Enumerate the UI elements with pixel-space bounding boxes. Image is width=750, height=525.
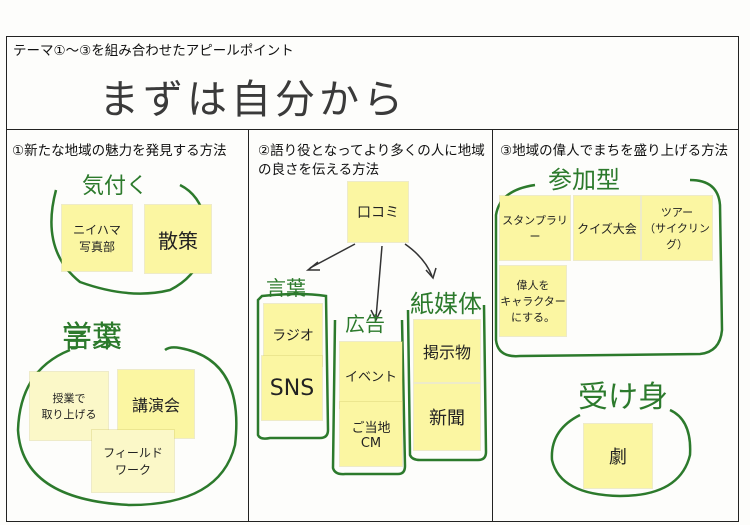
theme-label: テーマ①～③を組み合わせたアピールポイント — [13, 43, 294, 59]
sticky-note: ラジオ — [264, 304, 322, 366]
sticky-note: ニイハマ 写真部 — [62, 205, 132, 271]
group-label-ukemi: 受け身 — [578, 380, 668, 415]
group-label-manabu: 言葉 — [62, 320, 122, 355]
sticky-note: ご当地 CM — [340, 402, 402, 466]
sticky-note: 掲示物 — [414, 320, 480, 382]
column-divider-1 — [248, 129, 249, 521]
handwritten-title: まずは自分から — [99, 77, 407, 123]
sticky-note: クイズ大会 — [574, 196, 640, 260]
column-divider-2 — [492, 129, 493, 521]
sticky-note: 劇 — [584, 424, 652, 488]
sticky-note: 偉人を キャラクター にする。 — [500, 266, 566, 336]
sticky-note: SNS — [262, 356, 322, 420]
group-label-sankagata: 参加型 — [548, 166, 620, 194]
sticky-note: 散策 — [145, 205, 211, 273]
sticky-note: 講演会 — [118, 370, 194, 438]
sticky-note: スタンプラリー — [500, 196, 570, 260]
sticky-note: イベント — [340, 342, 402, 408]
group-label-shibaitai: 紙媒体 — [410, 290, 482, 318]
group-label-koukoku: 広告 — [345, 312, 385, 336]
row-divider — [7, 129, 738, 130]
sticky-note-root: 口コミ — [348, 182, 408, 242]
sticky-note: 新聞 — [414, 384, 480, 450]
sticky-note: フィールド ワーク — [92, 430, 174, 492]
section-2-title: ②語り役となってより多くの人に地域の良さを伝える方法 — [258, 143, 485, 178]
worksheet-frame: テーマ①～③を組み合わせたアピールポイント まずは自分から — [6, 36, 739, 522]
group-label-kotoba: 言葉 — [266, 276, 306, 300]
sticky-note: 授業で 取り上げる — [30, 372, 108, 440]
sticky-note: ツアー （サイクリング） — [642, 196, 712, 260]
section-3-title: ③地域の偉人でまちを盛り上げる方法 — [500, 143, 729, 159]
group-label-kizuku: 気付く — [82, 174, 149, 199]
section-1-title: ①新たな地域の魅力を発見する方法 — [12, 143, 227, 159]
group-label-manabu: 学ぶ — [62, 320, 122, 355]
